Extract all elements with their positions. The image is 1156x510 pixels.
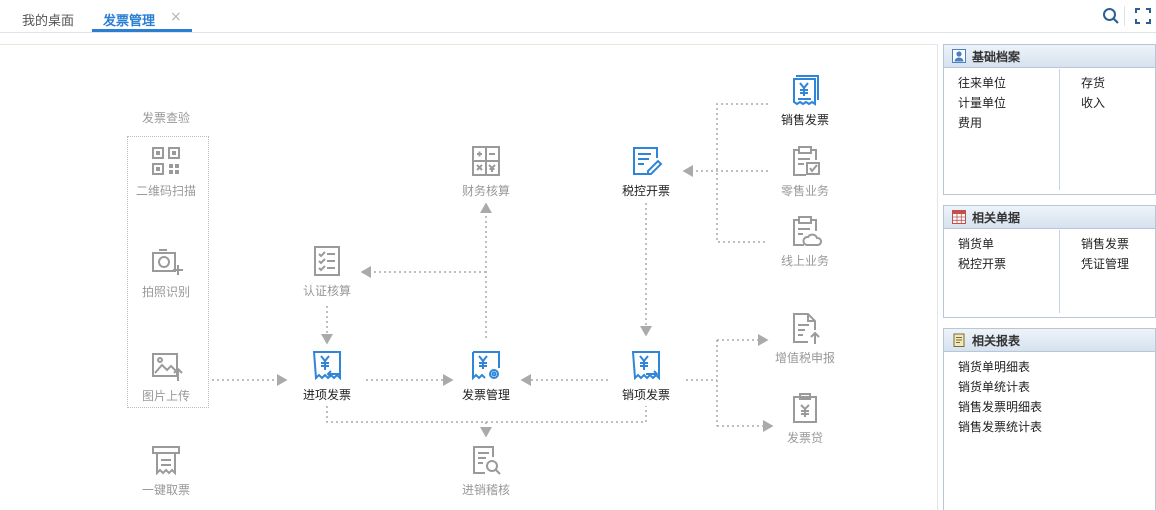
- node-label: 进销稽核: [461, 483, 510, 497]
- node-label: 销售发票: [780, 113, 829, 127]
- node-tax-control-invoicing[interactable]: 税控开票: [596, 144, 696, 199]
- node-retail-business[interactable]: 零售业务: [755, 144, 855, 199]
- node-label: 线上业务: [780, 254, 829, 268]
- invoice-settings-icon: [472, 351, 500, 381]
- link-inventory[interactable]: 存货: [1081, 76, 1106, 90]
- qr-code-icon: [152, 147, 180, 175]
- node-label: 发票管理: [461, 388, 510, 402]
- node-output-invoice[interactable]: 销项发票: [596, 348, 696, 403]
- node-label: 拍照识别: [141, 285, 190, 299]
- node-sales-invoice[interactable]: 销售发票: [755, 73, 855, 128]
- connector-bottom-bus: [326, 406, 647, 423]
- panel-related-reports: 相关报表 销货单明细表 销货单统计表 销售发票明细表 销售发票统计表: [943, 328, 1156, 510]
- checklist-icon: [314, 246, 340, 276]
- panel-related-documents: 相关单据 销货单 税控开票 销售发票 凭证管理: [943, 205, 1156, 318]
- receipt-fetch-icon: [152, 446, 180, 476]
- node-label: 税控开票: [621, 184, 670, 198]
- flow-panel-border: [0, 44, 938, 510]
- node-label: 进项发票: [302, 388, 351, 402]
- node-photo-recognize[interactable]: 拍照识别: [116, 245, 216, 300]
- sales-invoice-icon: [793, 75, 819, 106]
- node-one-key-fetch[interactable]: 一键取票: [116, 443, 216, 498]
- link-income[interactable]: 收入: [1081, 96, 1106, 110]
- panel-title: 相关单据: [972, 210, 1021, 225]
- camera-add-icon: [152, 249, 183, 275]
- search-icon[interactable]: [1101, 6, 1121, 26]
- node-auth-accounting[interactable]: 认证核算: [277, 244, 377, 299]
- panel-header: 相关单据: [944, 206, 1155, 229]
- invoice-verify-group-box: [127, 136, 209, 408]
- link-partner-units[interactable]: 往来单位: [958, 76, 1007, 90]
- output-invoice-icon: [631, 351, 660, 381]
- link-sales-invoice[interactable]: 销售发票: [1081, 237, 1130, 251]
- invoice-verify-group-title: 发票查验: [141, 111, 190, 125]
- node-input-invoice[interactable]: 进项发票: [277, 348, 377, 403]
- edit-document-icon: [633, 147, 663, 175]
- calculator-icon: [472, 146, 500, 176]
- node-qr-scan[interactable]: 二维码扫描: [116, 144, 216, 199]
- active-tab-indicator: [92, 29, 192, 32]
- document-upload-icon: [793, 313, 820, 344]
- connector-sales-bracket: [716, 103, 768, 243]
- node-invoice-loan[interactable]: 发票贷: [755, 391, 855, 446]
- node-image-upload[interactable]: 图片上传: [116, 349, 216, 404]
- node-label: 二维码扫描: [135, 184, 196, 198]
- tab-my-desktop[interactable]: 我的桌面: [22, 14, 75, 29]
- report-icon: [953, 333, 965, 347]
- link-expenses[interactable]: 费用: [958, 116, 983, 130]
- tab-close-icon[interactable]: ×: [170, 9, 182, 25]
- link-sales-order[interactable]: 销货单: [958, 237, 995, 251]
- clipboard-cloud-icon: [793, 216, 822, 246]
- node-label: 一键取票: [141, 483, 190, 497]
- tab-invoice-management[interactable]: 发票管理: [103, 14, 156, 29]
- panel-title: 基础档案: [972, 49, 1021, 64]
- panel-divider: [937, 44, 938, 510]
- node-label: 财务核算: [461, 184, 510, 198]
- panel-header: 相关报表: [944, 329, 1155, 352]
- panel-basic-archives: 基础档案 往来单位 计量单位 费用 存货 收入: [943, 44, 1156, 195]
- fullscreen-icon[interactable]: [1133, 6, 1153, 26]
- link-sales-invoice-stats[interactable]: 销售发票统计表: [958, 420, 1043, 434]
- link-voucher-management[interactable]: 凭证管理: [1081, 257, 1130, 271]
- panel-header: 基础档案: [944, 45, 1155, 68]
- node-sales-check[interactable]: 进销稽核: [436, 443, 536, 498]
- flow-connectors: [212, 103, 774, 438]
- link-sales-order-detail[interactable]: 销货单明细表: [958, 360, 1031, 374]
- user-icon: [952, 49, 966, 63]
- panel-title: 相关报表: [972, 333, 1021, 348]
- link-sales-invoice-detail[interactable]: 销售发票明细表: [958, 400, 1043, 414]
- node-label: 销项发票: [621, 388, 670, 402]
- node-label: 发票贷: [786, 431, 823, 445]
- node-label: 增值税申报: [774, 351, 835, 365]
- node-label: 图片上传: [141, 389, 190, 403]
- table-icon: [952, 210, 966, 224]
- panel-column-divider: [1059, 69, 1060, 190]
- image-upload-icon: [152, 353, 183, 381]
- node-invoice-manage[interactable]: 发票管理: [436, 348, 536, 403]
- node-label: 认证核算: [302, 284, 351, 298]
- tab-bar: 我的桌面 发票管理 ×: [0, 0, 1156, 33]
- node-label: 零售业务: [780, 184, 829, 198]
- node-vat-declaration[interactable]: 增值税申报: [755, 311, 855, 366]
- link-tax-control-invoicing[interactable]: 税控开票: [958, 257, 1007, 271]
- document-search-icon: [473, 446, 501, 475]
- input-invoice-icon: [312, 351, 341, 381]
- panel-column-divider: [1059, 230, 1060, 313]
- clipboard-check-icon: [793, 146, 820, 176]
- invoice-loan-icon: [793, 393, 817, 423]
- node-online-business[interactable]: 线上业务: [755, 214, 855, 269]
- link-measure-units[interactable]: 计量单位: [958, 96, 1007, 110]
- link-sales-order-stats[interactable]: 销货单统计表: [958, 380, 1031, 394]
- toolbar-divider: [1124, 6, 1125, 26]
- node-finance-accounting[interactable]: 财务核算: [436, 144, 536, 199]
